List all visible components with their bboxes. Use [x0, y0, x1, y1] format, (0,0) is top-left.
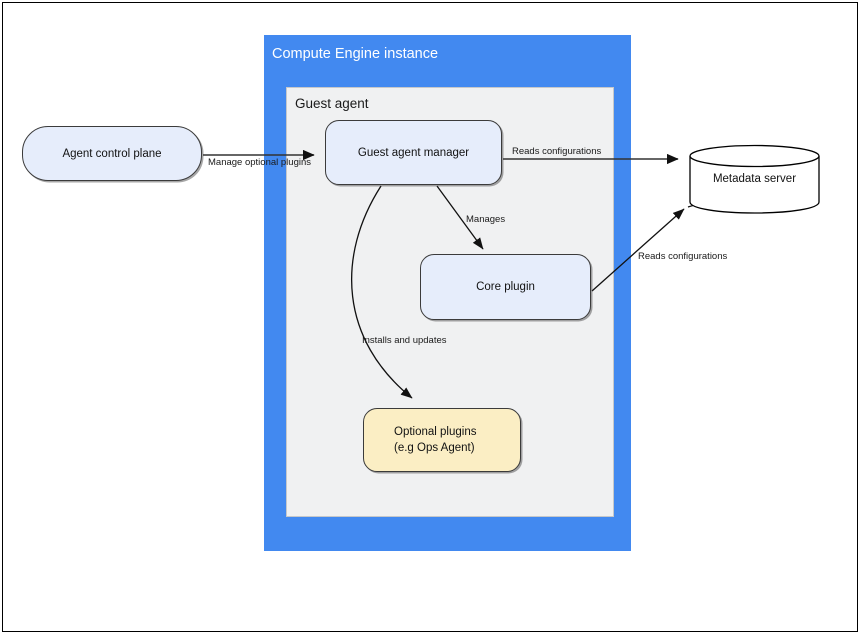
node-metadata-server[interactable]: Metadata server	[689, 144, 820, 214]
node-label-core-plugin: Core plugin	[476, 281, 535, 293]
node-label-guest-agent-manager: Guest agent manager	[357, 146, 470, 159]
container-label-guest-agent: Guest agent	[295, 96, 369, 111]
database-cylinder-icon	[689, 144, 820, 214]
edge-label-manages: Manages	[466, 214, 506, 225]
edge-label-reads-configurations-core-plugin: Reads configurations	[638, 251, 728, 262]
node-optional-plugins[interactable]: Optional plugins (e.g Ops Agent)	[363, 408, 521, 472]
node-core-plugin[interactable]: Core plugin	[420, 254, 591, 320]
node-label-agent-control-plane: Agent control plane	[62, 147, 162, 160]
edge-label-manage-optional-plugins: Manage optional plugins	[208, 157, 311, 168]
edge-label-reads-configurations-manager: Reads configurations	[512, 146, 602, 157]
node-agent-control-plane[interactable]: Agent control plane	[22, 126, 202, 181]
container-label-compute-engine-instance: Compute Engine instance	[272, 46, 439, 62]
node-label-optional-plugins: Optional plugins (e.g Ops Agent)	[394, 426, 477, 454]
node-guest-agent-manager[interactable]: Guest agent manager	[325, 120, 502, 185]
edge-label-installs-and-updates: Installs and updates	[362, 335, 447, 346]
